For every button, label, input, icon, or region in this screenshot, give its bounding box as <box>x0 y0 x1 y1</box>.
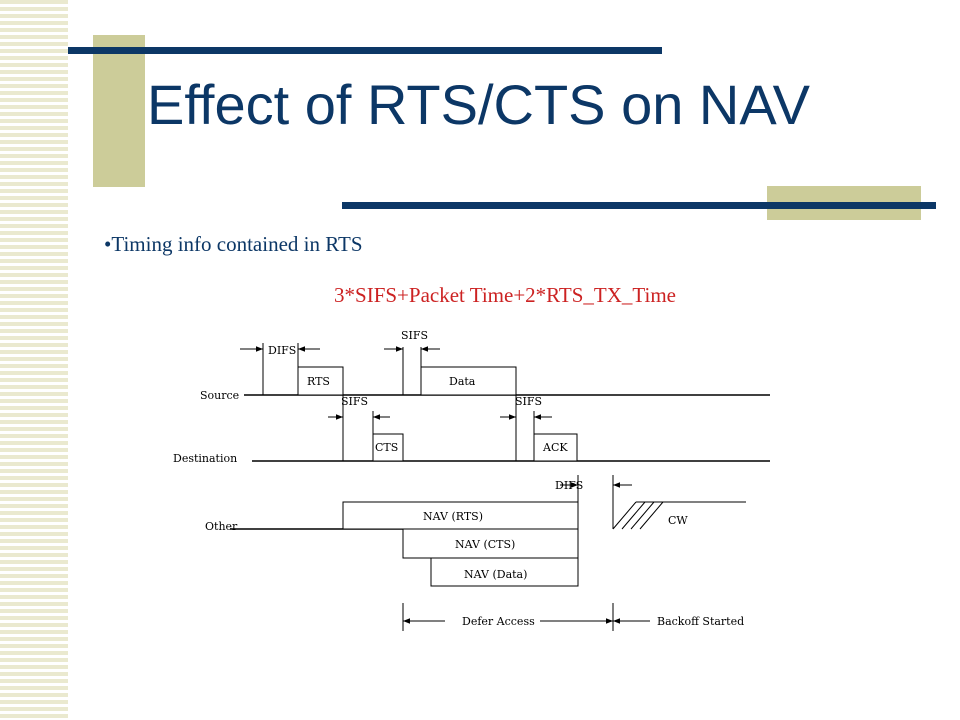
frame-cts <box>372 433 404 462</box>
top-accent-bar <box>68 47 662 54</box>
nav-data-label: NAV (Data) <box>464 568 527 581</box>
difs1-label: DIFS <box>268 344 296 357</box>
olive-vertical-bar <box>93 35 145 187</box>
frame-cts-label: CTS <box>375 441 398 454</box>
bullet-text: Timing info contained in RTS <box>111 232 363 256</box>
formula-text: 3*SIFS+Packet Time+2*RTS_TX_Time <box>334 283 676 307</box>
bullet-point: •Timing info contained in RTS <box>104 232 363 256</box>
decorative-stripe <box>0 0 68 720</box>
frame-rts-label: RTS <box>307 375 330 388</box>
nav-cts-bar <box>402 528 579 559</box>
sifs3-label: SIFS <box>515 395 542 408</box>
nav-data-bar <box>430 557 579 587</box>
cw-label: CW <box>668 514 688 527</box>
nav-rts-bar <box>342 501 579 530</box>
sifs2-label: SIFS <box>341 395 368 408</box>
defer-access-label: Defer Access <box>462 615 535 628</box>
frame-data-label: Data <box>449 375 476 388</box>
backoff-started-label: Backoff Started <box>657 615 744 628</box>
frame-rts <box>297 366 344 396</box>
row-label-other: Other <box>205 520 238 533</box>
contention-window-slots <box>612 501 664 530</box>
row-label-destination: Destination <box>173 452 237 465</box>
row-label-source: Source <box>200 389 239 402</box>
nav-rts-label: NAV (RTS) <box>423 510 483 523</box>
frame-ack-label: ACK <box>542 441 568 454</box>
slide-title: Effect of RTS/CTS on NAV <box>147 73 810 136</box>
sifs1-label: SIFS <box>401 329 428 342</box>
nav-cts-label: NAV (CTS) <box>455 538 515 551</box>
difs2-label: DIFS <box>555 479 583 492</box>
frame-ack <box>533 433 578 462</box>
nav-timing-diagram: Source DIFS RTS SIFS Data Destination SI… <box>173 329 770 631</box>
frame-data <box>420 366 517 396</box>
bottom-accent-bar <box>342 202 936 209</box>
